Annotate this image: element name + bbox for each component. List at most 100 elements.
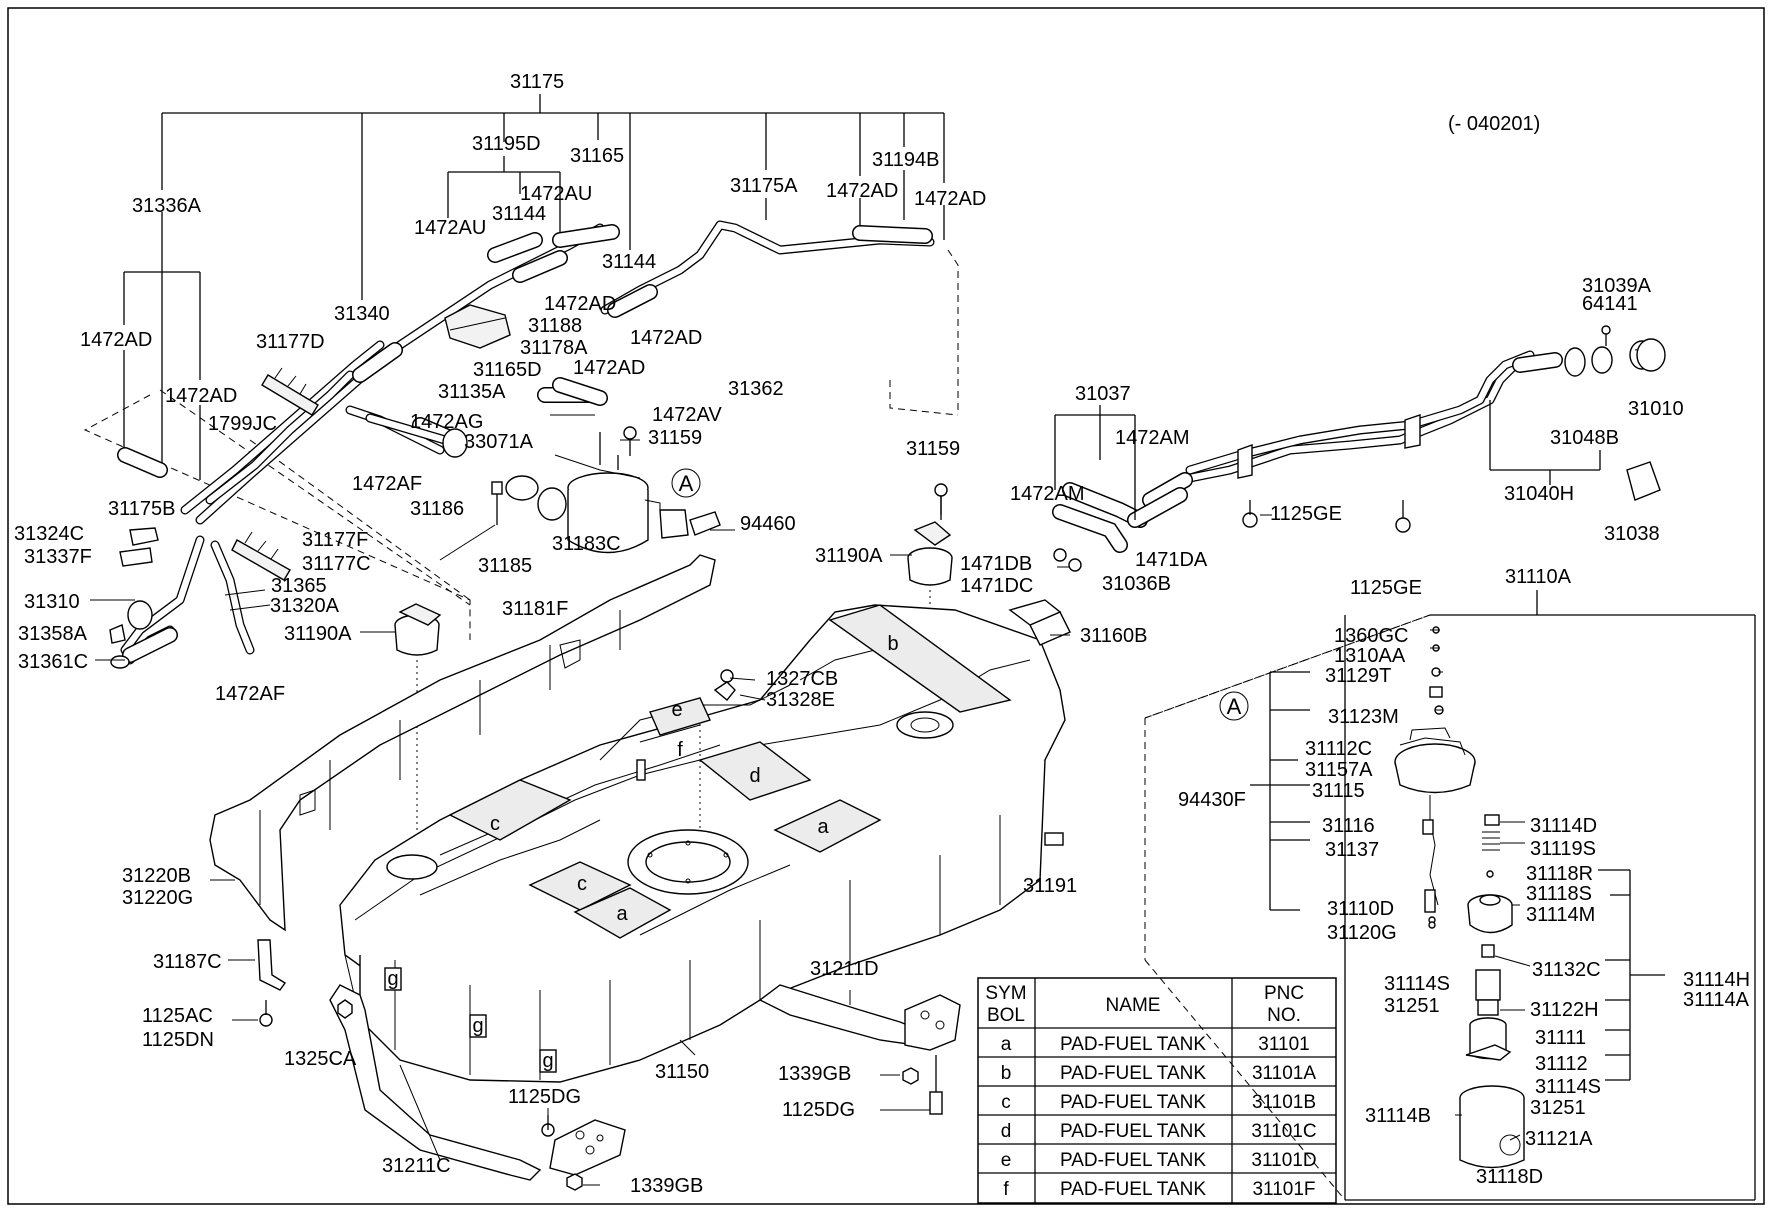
label-1472AG: 1472AG [410, 411, 483, 433]
label-31195D: 31195D [472, 133, 541, 155]
pad-letter-a-lower: a [616, 903, 628, 925]
label-31191: 31191 [1023, 875, 1077, 897]
pad-d [698, 741, 812, 801]
label-31157A: 31157A [1305, 759, 1373, 781]
table-row-pnc: 31101B [1252, 1092, 1316, 1113]
pad-a-lower [573, 887, 672, 939]
table-row-pnc: 31101F [1252, 1179, 1315, 1200]
label-1472AM-1: 1472AM [1115, 427, 1190, 449]
label-31122H: 31122H [1530, 999, 1599, 1021]
fuel-filter-33071A [365, 413, 468, 458]
label-31165D: 31165D [473, 359, 542, 381]
tank-pad-letters: c c a a d e f b g g g [384, 633, 899, 1073]
label-1472AD-mid1: 1472AD [544, 293, 616, 315]
circle-marker-a-2: A [1219, 691, 1249, 721]
label-94460: 94460 [740, 513, 796, 535]
pad-letter-e: e [671, 699, 682, 721]
label-31361C: 31361C [18, 651, 88, 673]
label-31135A: 31135A [438, 381, 506, 403]
label-1125GE-2: 1125GE [1350, 577, 1422, 599]
label-1325CA: 1325CA [284, 1048, 357, 1070]
label-31177C: 31177C [302, 553, 371, 575]
label-1471DC: 1471DC [960, 575, 1033, 597]
bracket-94430F [1250, 671, 1310, 911]
label-1472AD-left1: 1472AD [80, 329, 152, 351]
label-31178A: 31178A [520, 337, 588, 359]
label-31324C: 31324C [14, 523, 84, 545]
leader-lines [90, 414, 1531, 1186]
label-31040H: 31040H [1504, 483, 1574, 505]
connector-31324C [119, 527, 159, 567]
label-31118R: 31118R [1526, 863, 1593, 885]
label-31038: 31038 [1604, 523, 1660, 545]
label-1125GE-1: 1125GE [1270, 503, 1342, 525]
fuel-door-31038 [1626, 461, 1661, 501]
label-31175B: 31175B [108, 498, 175, 520]
label-31190A-2: 31190A [815, 545, 883, 567]
tank-pads [448, 604, 1012, 939]
label-31320A: 31320A [270, 595, 340, 617]
label-1472AD-top1: 1472AD [826, 180, 898, 202]
table-header-symbol-line1: SYM [985, 983, 1026, 1004]
label-1125DG-1: 1125DG [508, 1086, 581, 1108]
connector-94460 [644, 499, 721, 539]
table-row-symbol: b [1001, 1063, 1012, 1084]
label-31144-2: 31144 [602, 251, 656, 273]
label-31118D: 31118D [1476, 1166, 1543, 1188]
label-31048B: 31048B [1550, 427, 1619, 449]
label-31251-2: 31251 [1530, 1097, 1586, 1119]
label-31328E: 31328E [766, 689, 835, 711]
vapor-lines [117, 220, 935, 665]
pipe-clip-31177D [261, 367, 319, 416]
sender-unit-31190A-right [907, 490, 953, 720]
label-31111: 31111 [1535, 1027, 1586, 1049]
label-31037: 31037 [1075, 383, 1131, 405]
label-31175: 31175 [510, 71, 564, 93]
table-row-symbol: f [1003, 1179, 1009, 1200]
part-labels: 31175 31195D 31165 31194B 31336A 1472AU … [14, 71, 1750, 1197]
table-row-pnc: 31101C [1251, 1121, 1316, 1142]
label-31010: 31010 [1628, 398, 1684, 420]
table-row-name: PAD-FUEL TANK [1060, 1063, 1206, 1084]
label-31175A: 31175A [730, 175, 798, 197]
label-31188: 31188 [528, 315, 582, 337]
bolt-31159-left [623, 426, 637, 456]
table-row-name: PAD-FUEL TANK [1060, 1034, 1206, 1055]
pad-table: SYM BOL NAME PNC NO. a PAD-FUEL TANK 311… [977, 977, 1337, 1204]
label-31114D: 31114D [1530, 815, 1597, 837]
label-31114B: 31114B [1365, 1105, 1431, 1127]
label-1310AA: 1310AA [1334, 645, 1406, 667]
diagram-frame [7, 7, 1765, 1205]
table-row-name: PAD-FUEL TANK [1060, 1121, 1206, 1142]
label-31187C: 31187C [153, 951, 222, 973]
label-31310: 31310 [24, 591, 80, 613]
pad-letter-g-2: g [472, 1015, 483, 1037]
label-1339GB-1: 1339GB [778, 1063, 851, 1085]
bracket-31187C [257, 939, 287, 991]
label-31116: 31116 [1322, 815, 1375, 837]
label-31211D: 31211D [810, 958, 879, 980]
label-31190A-1: 31190A [284, 623, 352, 645]
label-31362: 31362 [728, 378, 784, 400]
pad-c-lower [528, 861, 632, 911]
label-31114H: 31114H [1683, 969, 1750, 991]
bracket-31114H [1598, 869, 1665, 1081]
bracket-31037 [1054, 405, 1136, 520]
filler-neck-31040H [1175, 325, 1655, 485]
label-31177F: 31177F [302, 529, 368, 551]
label-31358A: 31358A [18, 623, 88, 645]
label-31211C: 31211C [382, 1155, 451, 1177]
label-1472AF-1: 1472AF [352, 473, 422, 495]
label-31039A: 31039A [1582, 275, 1652, 297]
table-row-symbol: d [1001, 1121, 1012, 1142]
pad-b [828, 604, 1012, 713]
pad-letter-g-1: g [387, 968, 398, 990]
label-31110A: 31110A [1505, 566, 1572, 588]
pump-module-parts [1394, 626, 1525, 1169]
pad-letter-d: d [749, 765, 760, 787]
label-31336A: 31336A [132, 195, 202, 217]
table-header-name: NAME [1106, 995, 1161, 1016]
label-31181F: 31181F [502, 598, 568, 620]
table-row-pnc: 31101A [1252, 1063, 1316, 1084]
